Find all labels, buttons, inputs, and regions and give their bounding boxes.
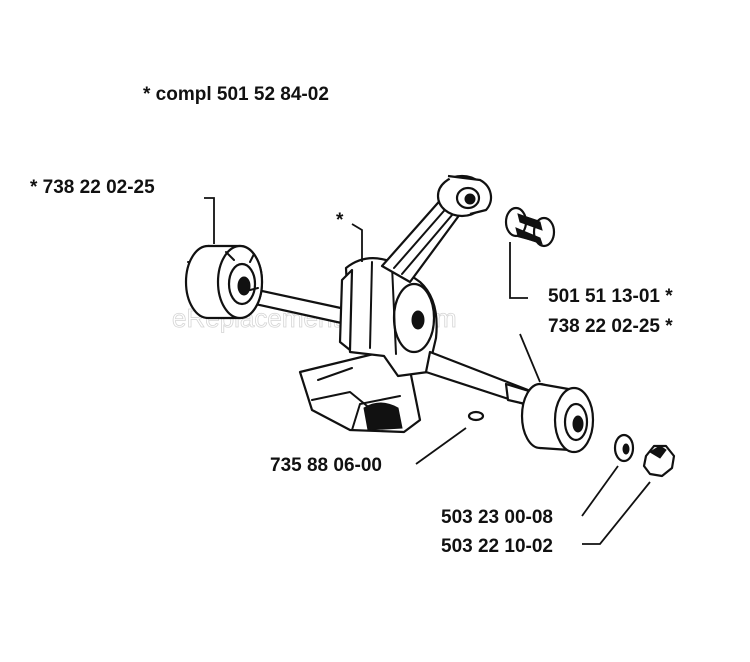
left-main-bearing-part [184, 244, 264, 320]
nut-label: 503 22 10-02 [441, 536, 553, 557]
key-label: 735 88 06-00 [270, 455, 382, 476]
left-bearing-label: * 738 22 02-25 [30, 177, 155, 198]
leader-lines [204, 197, 651, 545]
washer-part [613, 433, 635, 463]
washer-label: 503 23 00-08 [441, 507, 553, 528]
connecting-rod [380, 174, 493, 284]
right-bearing-label: 738 22 02-25 * [548, 316, 673, 337]
nut-part [642, 444, 676, 478]
woodruff-key-part [467, 410, 485, 422]
needle-bearing-label: 501 51 13-01 * [548, 286, 673, 307]
needle-bearing-part [504, 206, 556, 248]
compl-label: * compl 501 52 84-02 [143, 84, 329, 105]
crank-mark-label: * [336, 210, 344, 231]
right-shaft [424, 350, 536, 408]
right-main-bearing-part [520, 382, 595, 454]
crank-webs [298, 257, 438, 434]
